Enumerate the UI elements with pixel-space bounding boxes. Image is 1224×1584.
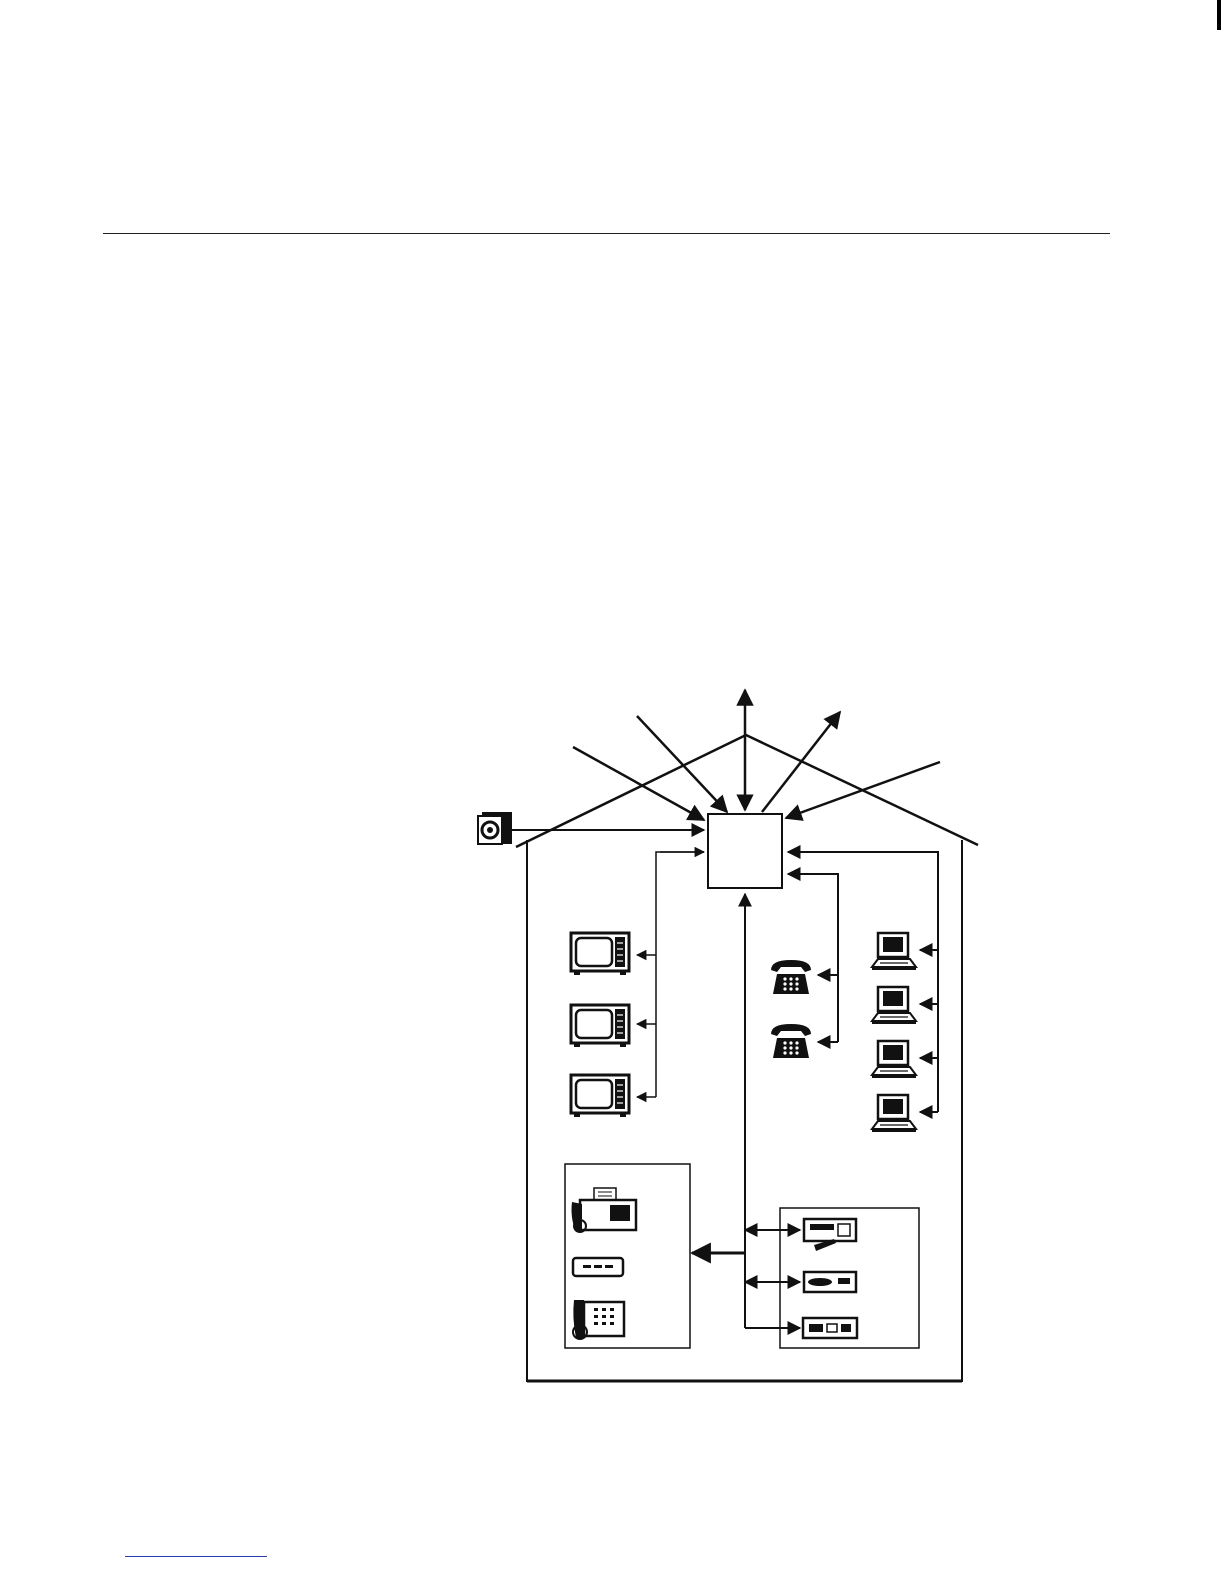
central-gateway-box [708,814,782,888]
tv-bus [637,852,704,1097]
stereo-deck-icon [803,1318,857,1338]
telephone-icon [771,1024,811,1058]
phone-bus [788,874,838,1042]
cd-player-icon [804,1272,856,1292]
vcr-icon [804,1219,856,1251]
telephone-icon [771,960,811,994]
television-icon [571,933,629,975]
television-icon [571,1005,629,1047]
computer-icon [872,1041,916,1077]
main-trunk [692,894,800,1328]
computer-icon [872,1095,916,1131]
keypad-phone-icon [573,1300,624,1339]
fax-icon [572,1188,637,1232]
television-icon [571,1075,629,1117]
modem-icon [573,1258,623,1276]
computer-icon [872,987,916,1023]
computer-icon [872,933,916,969]
camera-icon [478,812,512,844]
